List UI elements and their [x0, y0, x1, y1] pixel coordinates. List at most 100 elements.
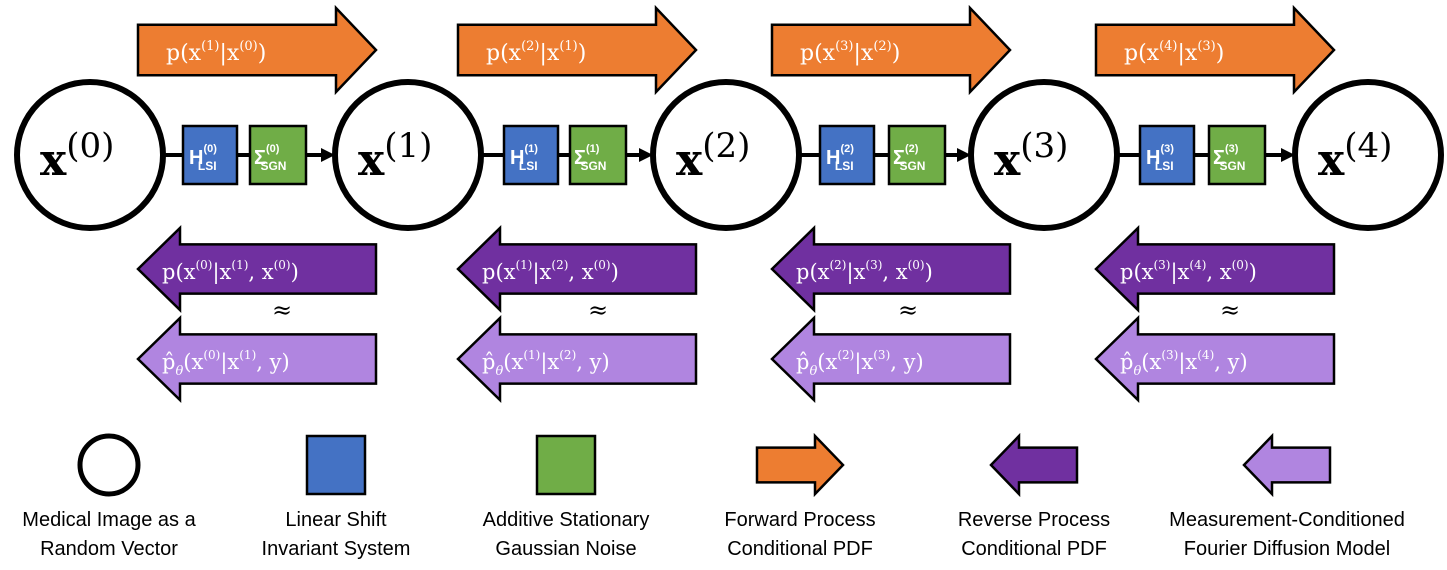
noise-operator-1: Σ(1)SGN [568, 124, 628, 186]
lsi-box [502, 124, 560, 186]
approx-symbol: ≈ [272, 296, 292, 324]
node-x1: x(1) [332, 79, 484, 231]
node-circle [650, 79, 802, 231]
noise-operator-0: Σ(0)SGN [248, 124, 308, 186]
legend-line-2: Conditional PDF [727, 538, 873, 560]
lsi-label: H(0)LSI [189, 143, 217, 173]
noise-box [568, 124, 628, 186]
orange-right-arrow-icon [755, 432, 845, 498]
model-arrow-1: p̂θ(x(1)|x(2), y) [456, 315, 698, 403]
forward-arrow-label: p(x(3)|x(2)) [800, 39, 900, 66]
lsi-label: H(2)LSI [826, 143, 854, 173]
node-label: x(3) [994, 126, 1068, 186]
legend-line-2: Random Vector [40, 538, 178, 560]
circle-icon [77, 433, 141, 497]
forward-arrow-3: p(x(4)|x(3)) [1094, 4, 1336, 96]
node-circle [968, 79, 1120, 231]
node-label: x(0) [40, 126, 114, 186]
reverse-arrow-2: p(x(2)|x(3), x(0)) [770, 225, 1012, 313]
noise-label: Σ(3)SGN [1213, 143, 1245, 173]
reverse-arrow-label: p(x(2)|x(3), x(0)) [796, 258, 933, 285]
legend-line-2: Gaussian Noise [495, 538, 637, 560]
noise-box [887, 124, 947, 186]
forward-arrow-shape [1094, 4, 1336, 96]
reverse-arrow-shape [456, 225, 698, 313]
model-arrows-layer: p̂θ(x(0)|x(1), y) p̂θ(x(1)|x(2), y) p̂θ(x(… [136, 315, 1336, 403]
forward-arrow-label: p(x(4)|x(3)) [1124, 39, 1224, 66]
node-circle [14, 79, 166, 231]
chain-arrowhead [639, 148, 653, 162]
node-label: x(2) [676, 126, 750, 186]
node-x0: x(0) [14, 79, 166, 231]
reverse-arrow-label: p(x(3)|x(4), x(0)) [1120, 258, 1257, 285]
approx-layer: ≈≈≈≈ [272, 296, 1240, 324]
noise-label: Σ(0)SGN [254, 143, 286, 173]
noise-label: Σ(2)SGN [893, 143, 925, 173]
forward-arrow-1: p(x(2)|x(1)) [456, 4, 698, 96]
legend-line-2: Fourier Diffusion Model [1183, 538, 1391, 560]
green-square-icon [535, 434, 597, 496]
blue-square-icon [305, 434, 367, 496]
noise-operator-2: Σ(2)SGN [887, 124, 947, 186]
lsi-box [818, 124, 876, 186]
reverse-arrows-layer: p(x(0)|x(1), x(0)) p(x(1)|x(2), x(0)) p(x(… [136, 225, 1336, 313]
forward-arrows-layer: p(x(1)|x(0)) p(x(2)|x(1)) p(x(3)|x(2)) p(x(… [136, 4, 1336, 96]
lsi-operator-3: H(3)LSI [1138, 124, 1196, 186]
approx-symbol: ≈ [588, 296, 608, 324]
legend-line-1: Reverse Process [957, 509, 1111, 531]
model-arrow-3: p̂θ(x(3)|x(4), y) [1094, 315, 1336, 403]
lsi-label: H(3)LSI [1146, 143, 1174, 173]
legend-line-2: Conditional PDF [961, 538, 1107, 560]
reverse-arrow-label: p(x(1)|x(2), x(0)) [482, 258, 619, 285]
legend-line-1: Additive Stationary [482, 509, 650, 531]
model-arrow-label: p̂θ(x(0)|x(1), y) [162, 348, 290, 379]
operators-layer: H(0)LSI Σ(0)SGN H(1)LSI Σ(1)SGN H(2)LSI Σ(2)S… [181, 124, 1267, 186]
lavender-left-arrow-icon [1242, 432, 1332, 498]
noise-label: Σ(1)SGN [574, 143, 606, 173]
forward-arrow-2: p(x(3)|x(2)) [770, 4, 1012, 96]
node-circle [332, 79, 484, 231]
forward-arrow-label: p(x(1)|x(0)) [166, 39, 266, 66]
node-circle [1292, 79, 1444, 231]
forward-arrow-shape [770, 4, 1012, 96]
reverse-arrow-shape [770, 225, 1012, 313]
model-arrow-0: p̂θ(x(0)|x(1), y) [136, 315, 378, 403]
nodes-layer: x(0) x(1) x(2) x(3) x(4) [14, 79, 1444, 231]
legend-line-2: Invariant System [261, 538, 411, 560]
forward-arrow-0: p(x(1)|x(0)) [136, 4, 378, 96]
model-arrow-shape [136, 315, 378, 403]
model-arrow-shape [1094, 315, 1336, 403]
reverse-arrow-0: p(x(0)|x(1), x(0)) [136, 225, 378, 313]
node-label: x(4) [1318, 126, 1392, 186]
chain-arrowhead [1281, 148, 1295, 162]
purple-left-arrow-icon [989, 432, 1079, 498]
legend-line-1: Forward Process [724, 509, 876, 531]
node-x2: x(2) [650, 79, 802, 231]
chain-arrowhead [957, 148, 971, 162]
lsi-label: H(1)LSI [510, 143, 538, 173]
approx-symbol: ≈ [898, 296, 918, 324]
noise-operator-3: Σ(3)SGN [1207, 124, 1267, 186]
model-arrow-shape [456, 315, 698, 403]
lsi-operator-0: H(0)LSI [181, 124, 239, 186]
reverse-arrow-1: p(x(1)|x(2), x(0)) [456, 225, 698, 313]
node-x4: x(4) [1292, 79, 1444, 231]
reverse-arrow-shape [136, 225, 378, 313]
legend-line-1: Linear Shift [285, 509, 387, 531]
chain-arrowhead [321, 148, 335, 162]
legend-line-1: Measurement-Conditioned [1169, 509, 1405, 531]
reverse-arrow-3: p(x(3)|x(4), x(0)) [1094, 225, 1336, 313]
forward-arrow-shape [136, 4, 378, 96]
reverse-arrow-label: p(x(0)|x(1), x(0)) [162, 258, 299, 285]
reverse-arrow-shape [1094, 225, 1336, 313]
model-arrow-shape [770, 315, 1012, 403]
model-arrow-2: p̂θ(x(2)|x(3), y) [770, 315, 1012, 403]
node-x3: x(3) [968, 79, 1120, 231]
